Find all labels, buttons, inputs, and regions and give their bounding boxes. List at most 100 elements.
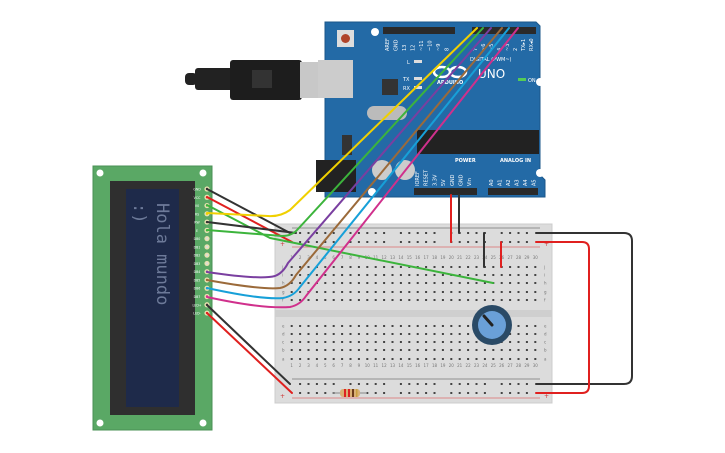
rail-hole[interactable] [509,232,512,234]
wire-lcd-db4[interactable] [206,27,492,279]
breadboard-hole[interactable] [416,341,419,343]
breadboard-hole[interactable] [517,358,520,360]
breadboard-hole[interactable] [534,274,537,276]
breadboard-hole[interactable] [450,358,453,360]
wire-lcd-db5[interactable] [206,27,503,290]
breadboard-hole[interactable] [357,333,360,335]
rail-hole[interactable] [349,241,352,243]
breadboard-hole[interactable] [324,333,327,335]
rail-hole[interactable] [517,241,520,243]
breadboard-hole[interactable] [425,274,428,276]
breadboard-hole[interactable] [349,291,352,293]
rail-hole[interactable] [383,241,386,243]
rail-hole[interactable] [458,392,461,394]
rail-hole[interactable] [425,392,428,394]
breadboard-hole[interactable] [517,325,520,327]
breadboard-hole[interactable] [315,349,318,351]
power-header[interactable] [414,188,477,195]
rail-hole[interactable] [366,232,369,234]
breadboard-hole[interactable] [374,358,377,360]
rail-hole[interactable] [416,392,419,394]
rail-hole[interactable] [517,232,520,234]
rail-hole[interactable] [475,383,478,385]
breadboard-hole[interactable] [341,341,344,343]
breadboard-hole[interactable] [383,341,386,343]
breadboard-hole[interactable] [391,341,394,343]
breadboard-hole[interactable] [366,299,369,301]
breadboard-hole[interactable] [416,282,419,284]
digital-header-low[interactable] [472,27,536,34]
breadboard-hole[interactable] [374,341,377,343]
breadboard-hole[interactable] [399,325,402,327]
breadboard-hole[interactable] [492,266,495,268]
breadboard-hole[interactable] [374,325,377,327]
rail-hole[interactable] [467,232,470,234]
breadboard-hole[interactable] [349,274,352,276]
breadboard-hole[interactable] [425,299,428,301]
breadboard-hole[interactable] [399,266,402,268]
breadboard-hole[interactable] [534,282,537,284]
breadboard-hole[interactable] [525,341,528,343]
breadboard-hole[interactable] [332,358,335,360]
breadboard-hole[interactable] [315,358,318,360]
breadboard-hole[interactable] [341,282,344,284]
breadboard-hole[interactable] [366,349,369,351]
rail-hole[interactable] [332,241,335,243]
breadboard-hole[interactable] [492,299,495,301]
rail-hole[interactable] [500,383,503,385]
wire-lcd-led-plus[interactable] [206,304,291,385]
breadboard-hole[interactable] [374,266,377,268]
breadboard-hole[interactable] [383,274,386,276]
breadboard-hole[interactable] [475,358,478,360]
breadboard-hole[interactable] [349,282,352,284]
breadboard-hole[interactable] [299,325,302,327]
rail-hole[interactable] [517,392,520,394]
rail-hole[interactable] [425,241,428,243]
rail-hole[interactable] [299,383,302,385]
rail-hole[interactable] [315,383,318,385]
breadboard-hole[interactable] [307,299,310,301]
breadboard-hole[interactable] [315,299,318,301]
rail-hole[interactable] [399,383,402,385]
breadboard-hole[interactable] [383,325,386,327]
breadboard-hole[interactable] [349,341,352,343]
breadboard-hole[interactable] [458,349,461,351]
breadboard-hole[interactable] [341,266,344,268]
breadboard-hole[interactable] [324,325,327,327]
wire-lcd-e[interactable] [206,27,484,237]
breadboard-hole[interactable] [391,282,394,284]
breadboard-hole[interactable] [475,349,478,351]
breadboard-hole[interactable] [525,282,528,284]
breadboard-hole[interactable] [299,266,302,268]
breadboard-hole[interactable] [475,291,478,293]
breadboard-hole[interactable] [332,333,335,335]
breadboard-hole[interactable] [517,282,520,284]
breadboard-hole[interactable] [307,282,310,284]
breadboard-hole[interactable] [458,299,461,301]
breadboard-hole[interactable] [324,291,327,293]
breadboard-hole[interactable] [408,282,411,284]
breadboard-hole[interactable] [492,274,495,276]
breadboard-hole[interactable] [467,358,470,360]
breadboard-hole[interactable] [433,282,436,284]
rail-hole[interactable] [408,383,411,385]
breadboard-hole[interactable] [467,349,470,351]
rail-hole[interactable] [315,392,318,394]
breadboard-hole[interactable] [299,341,302,343]
breadboard-hole[interactable] [450,291,453,293]
breadboard-hole[interactable] [341,325,344,327]
breadboard-hole[interactable] [374,299,377,301]
lcd-16x2[interactable]: Hola mundo :) GNDVCCV0RSRWEDB0DB1DB2DB3D… [92,165,213,431]
breadboard-hole[interactable] [500,282,503,284]
resistor[interactable] [333,389,367,397]
breadboard-hole[interactable] [290,358,293,360]
rail-hole[interactable] [458,383,461,385]
potentiometer[interactable] [472,305,512,345]
breadboard-hole[interactable] [517,299,520,301]
breadboard-hole[interactable] [433,341,436,343]
breadboard-hole[interactable] [383,282,386,284]
breadboard-hole[interactable] [517,333,520,335]
rail-hole[interactable] [416,241,419,243]
breadboard-hole[interactable] [349,358,352,360]
breadboard-hole[interactable] [475,282,478,284]
